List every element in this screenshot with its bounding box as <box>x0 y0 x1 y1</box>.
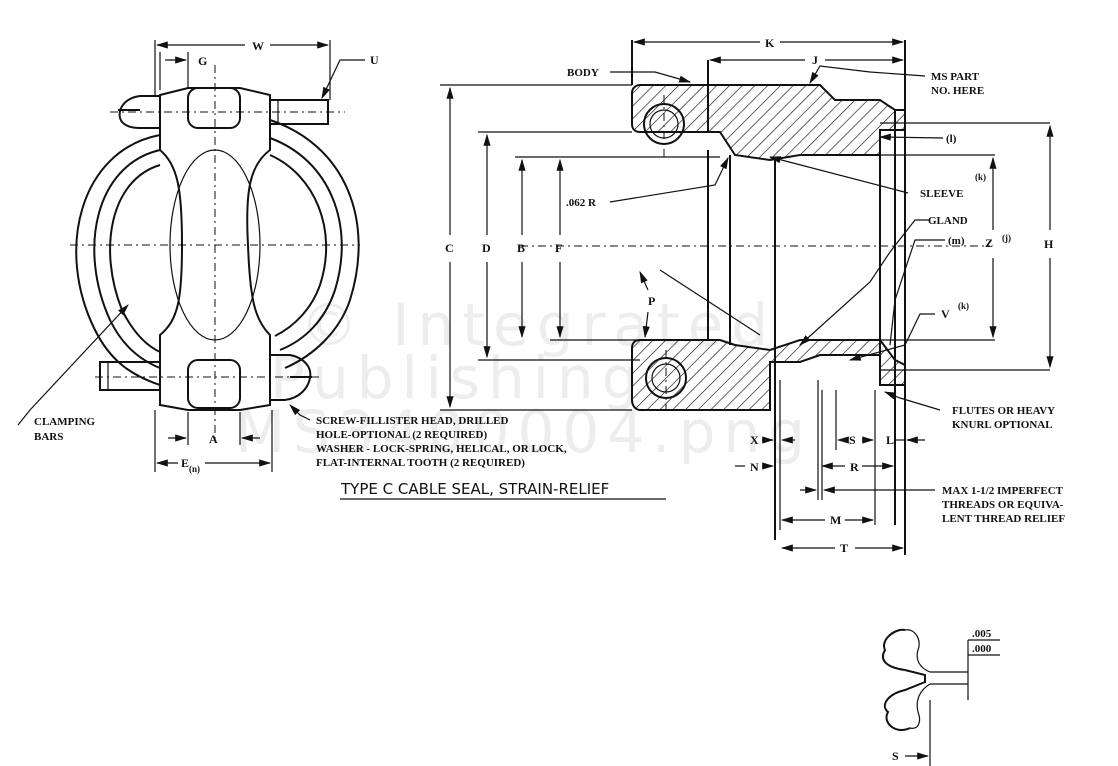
svg-text:SCREW-FILLISTER HEAD, DRILLED: SCREW-FILLISTER HEAD, DRILLED <box>316 415 508 427</box>
dim-k: K <box>765 36 775 50</box>
clamp-rings <box>75 119 360 386</box>
top-screw <box>118 95 329 129</box>
clamping-bar <box>159 87 271 411</box>
svg-text:Publishing: Publishing <box>270 344 646 412</box>
clamping-bars-label: CLAMPING <box>34 416 96 428</box>
svg-text:WASHER - LOCK-SPRING, HELICAL,: WASHER - LOCK-SPRING, HELICAL, OR LOCK, <box>316 443 567 455</box>
dim-a: A <box>209 432 218 446</box>
dim-p: P <box>648 294 655 308</box>
dim-h: H <box>1044 237 1054 251</box>
svg-text:HOLE-OPTIONAL (2 REQUIRED): HOLE-OPTIONAL (2 REQUIRED) <box>316 429 487 441</box>
svg-text:MAX 1-1/2 IMPERFECT: MAX 1-1/2 IMPERFECT <box>942 485 1064 497</box>
flutes-label: FLUTES OR HEAVY <box>952 405 1055 417</box>
svg-text:THREADS OR EQUIVA-: THREADS OR EQUIVA- <box>942 499 1064 511</box>
bottom-screw <box>99 354 312 401</box>
screw-note: SCREW-FILLISTER HEAD, DRILLED HOLE-OPTIO… <box>316 415 567 469</box>
dim-m: M <box>830 513 841 527</box>
drawing-title: TYPE C CABLE SEAL, STRAIN-RELIEF <box>340 480 609 498</box>
detail-upper-tolerance: .005 <box>972 628 992 640</box>
dim-l: L <box>886 433 894 447</box>
svg-text:(k): (k) <box>958 301 969 311</box>
dim-z: Z <box>985 236 993 250</box>
dim-n: N <box>750 460 759 474</box>
body-label: BODY <box>567 67 599 79</box>
gland-note: (m) <box>948 235 965 247</box>
l-note: (l) <box>946 133 957 145</box>
dim-d: D <box>482 241 491 255</box>
dim-t: T <box>840 541 848 555</box>
sleeve-label: SLEEVE <box>920 188 963 200</box>
svg-text:LENT THREAD RELIEF: LENT THREAD RELIEF <box>942 513 1065 525</box>
dim-f: F <box>555 241 562 255</box>
svg-text:NO. HERE: NO. HERE <box>931 85 984 97</box>
dim-r: R <box>850 460 859 474</box>
watermark: © Integrated Publishing MS3400004.png <box>235 291 805 466</box>
dim-s: S <box>849 433 856 447</box>
detail-s: S <box>892 749 899 763</box>
dim-v: V <box>941 307 950 321</box>
end-view: W G U A E (n) CLAMPING BARS SCREW-FILLIS… <box>17 39 567 474</box>
gland-label: GLAND <box>928 215 968 227</box>
svg-text:(j): (j) <box>1002 233 1011 243</box>
svg-text:(k): (k) <box>975 172 986 182</box>
dim-u: U <box>370 53 379 67</box>
thread-detail: .005 .000 S <box>882 628 1000 766</box>
svg-text:(n): (n) <box>189 464 200 474</box>
detail-lower-tolerance: .000 <box>972 643 992 655</box>
dim-b: B <box>517 241 525 255</box>
dim-e: E <box>181 456 189 470</box>
svg-text:KNURL OPTIONAL: KNURL OPTIONAL <box>952 419 1053 431</box>
dim-j: J <box>812 53 818 67</box>
dim-x: X <box>750 433 759 447</box>
dim-c: C <box>445 241 454 255</box>
dim-g: G <box>198 54 207 68</box>
thread-relief-note: MAX 1-1/2 IMPERFECT THREADS OR EQUIVA- L… <box>942 485 1065 525</box>
radius-label: .062 R <box>566 197 597 209</box>
section-view: C D B F K J H Z (j) P <box>440 36 1065 555</box>
dim-w: W <box>252 39 264 53</box>
svg-text:BARS: BARS <box>34 431 63 443</box>
svg-text:FLAT-INTERNAL TOOTH (2 REQUIRE: FLAT-INTERNAL TOOTH (2 REQUIRED) <box>316 457 525 469</box>
ms-part-label: MS PART <box>931 71 980 83</box>
